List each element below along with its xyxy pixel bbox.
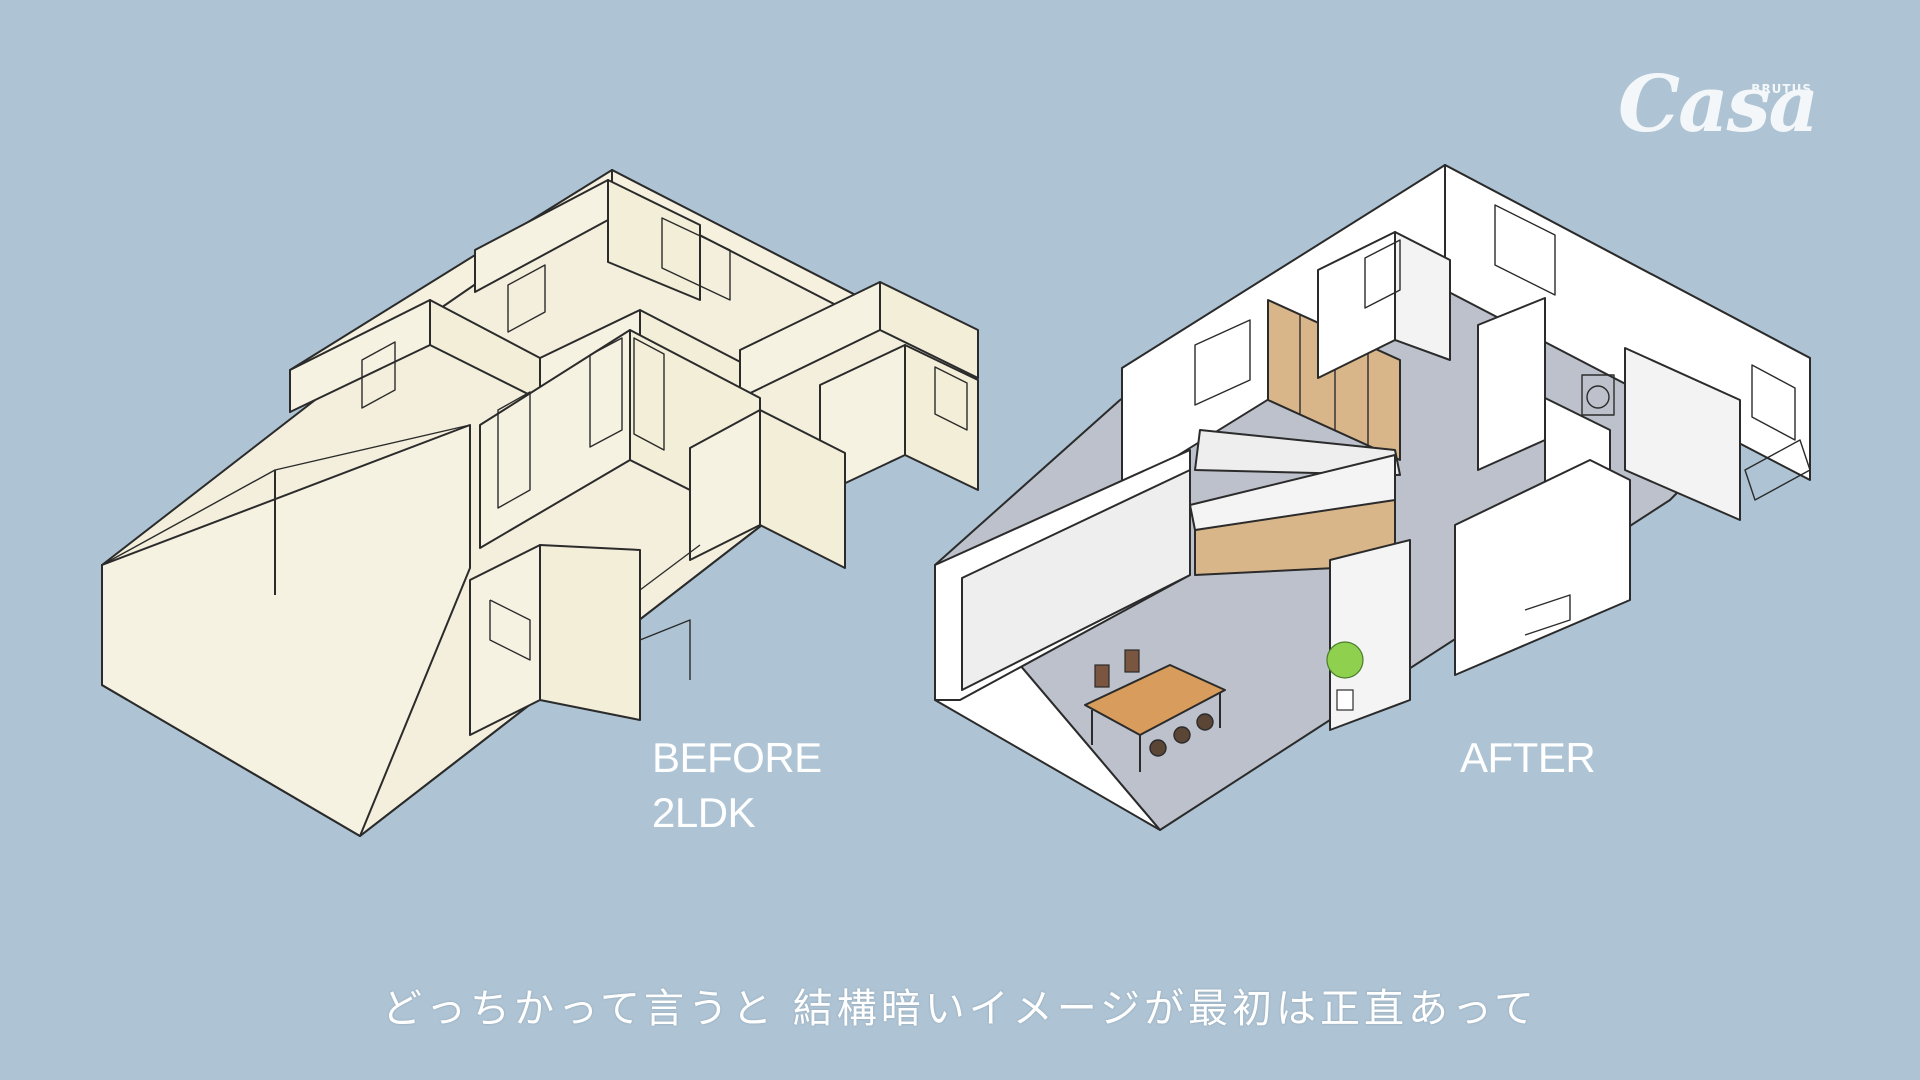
before-plan-label: 2LDK <box>652 789 756 836</box>
before-walls <box>101 169 979 837</box>
before-label: BEFORE <box>652 734 822 781</box>
after-walls <box>934 164 1811 772</box>
brand-main-text: Casa <box>1618 59 1819 150</box>
brand-small-text: BRUTUS <box>1751 82 1812 96</box>
brand-logo: BRUTUS Casa <box>1612 60 1819 160</box>
after-label: AFTER <box>1460 734 1596 781</box>
video-subtitle: どっちかって言うと 結構暗いイメージが最初は正直あって <box>382 986 1538 1032</box>
